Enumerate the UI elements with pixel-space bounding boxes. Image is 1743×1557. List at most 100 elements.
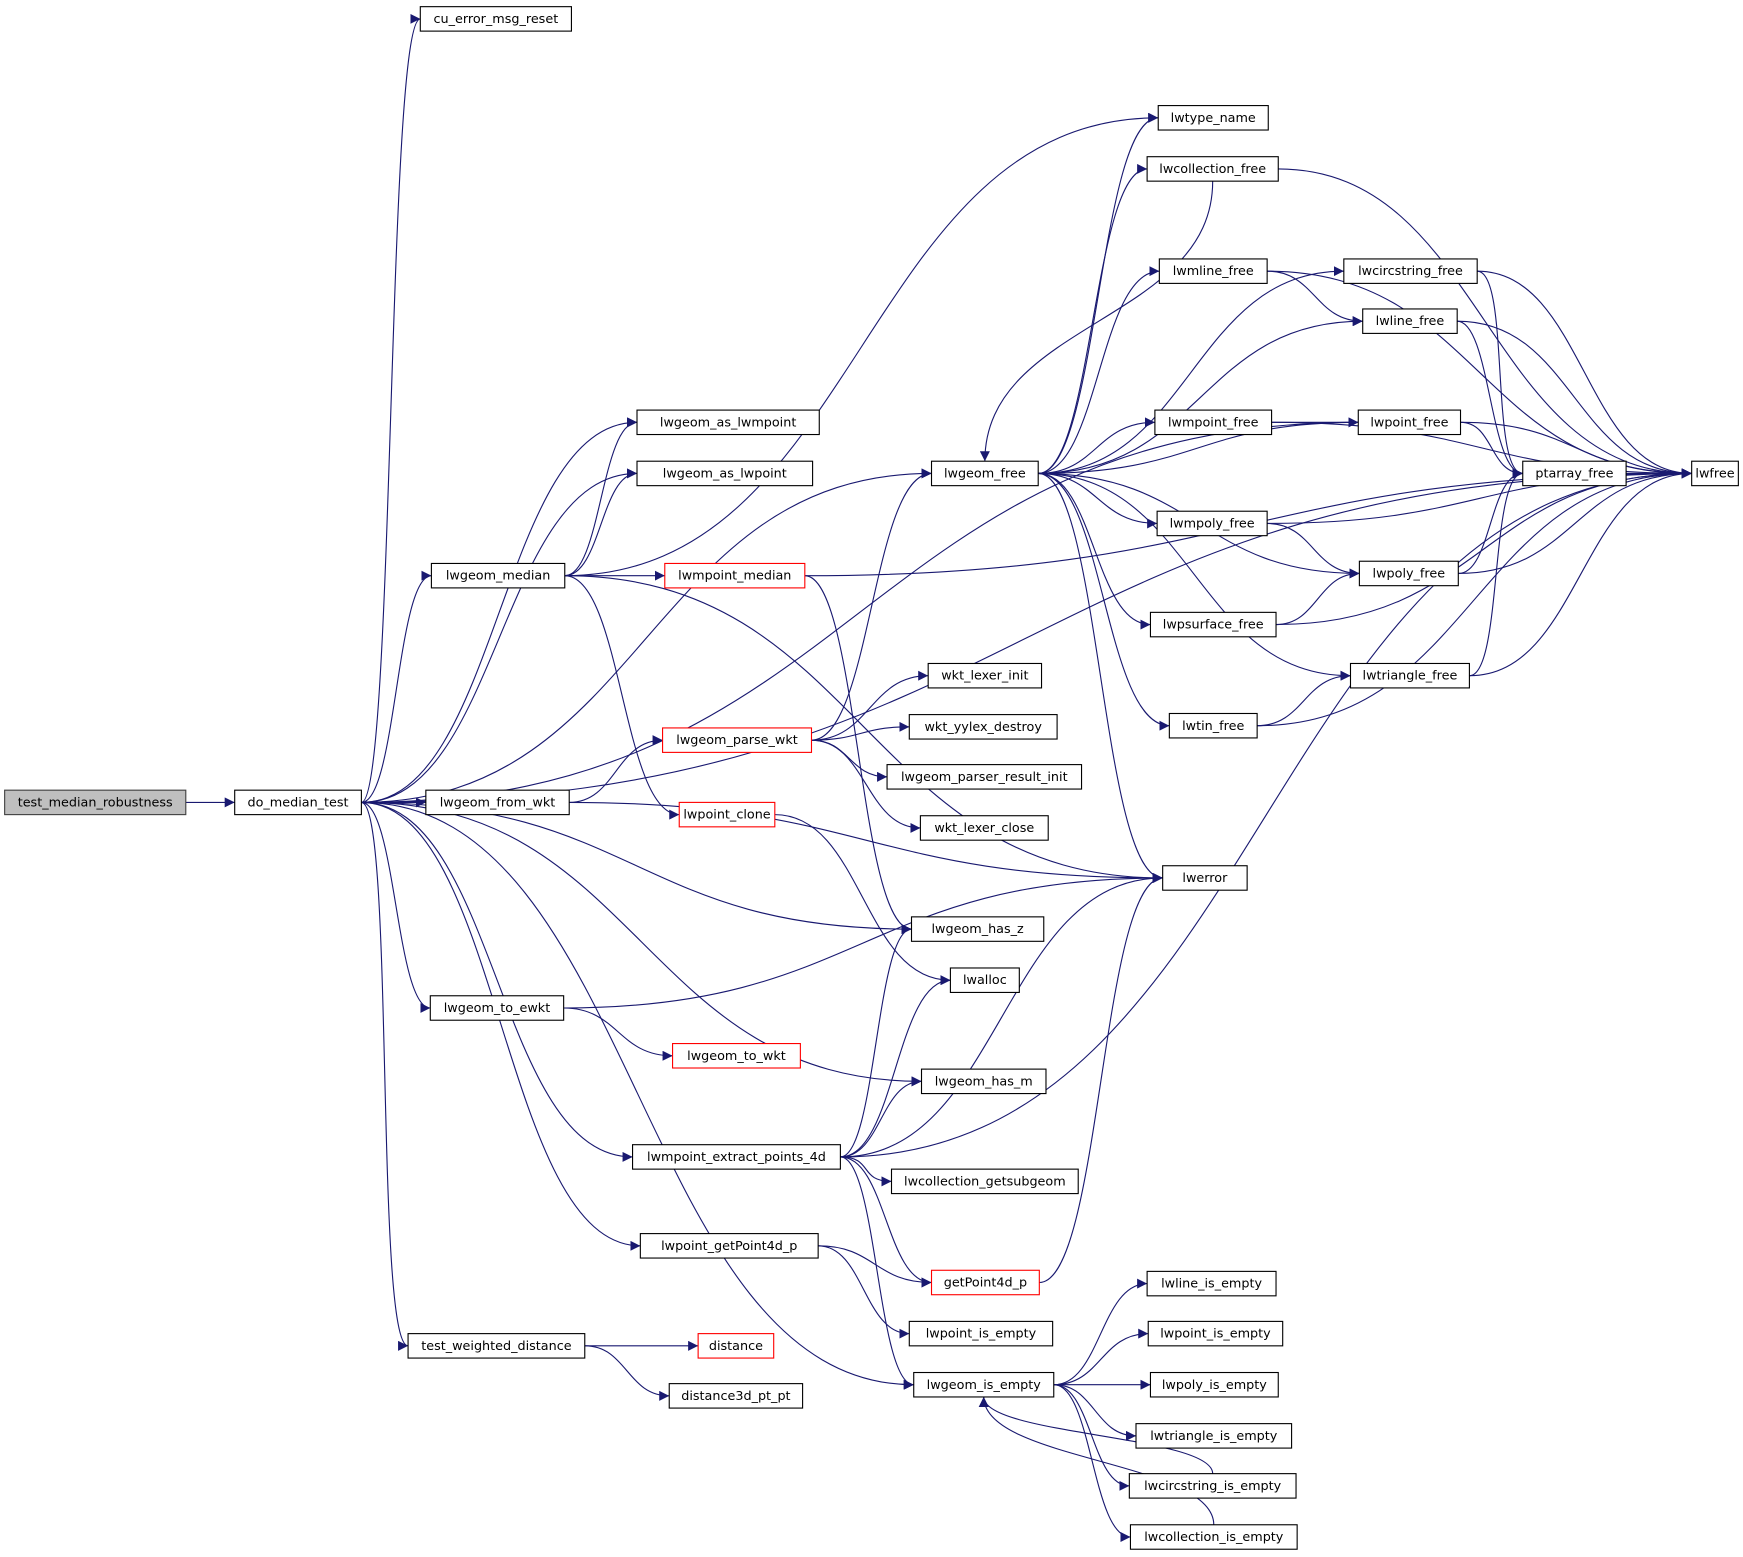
node-label: lwmline_free (1173, 264, 1254, 279)
node-lwpoint-is-empty-a[interactable]: lwpoint_is_empty (908, 1320, 1054, 1347)
edge-do_median_test-to-lwmpoint_extract_points_4d (361, 801, 633, 1162)
node-lwmpoint-median[interactable]: lwmpoint_median (664, 562, 806, 589)
node-label: lwgeom_free (944, 466, 1026, 481)
node-label: lwline_free (1376, 314, 1445, 329)
node-distance3d-pt-pt[interactable]: distance3d_pt_pt (668, 1383, 804, 1409)
node-getPoint4d-p[interactable]: getPoint4d_p (930, 1269, 1040, 1296)
node-wkt-yylex-destroy[interactable]: wkt_yylex_destroy (908, 714, 1058, 740)
node-lwpoint-is-empty-b[interactable]: lwpoint_is_empty (1147, 1320, 1284, 1347)
node-lwtriangle-is-empty[interactable]: lwtriangle_is_empty (1135, 1423, 1293, 1449)
edge-lwgeom_is_empty-to-lwcircstring_is_empty (1053, 1384, 1130, 1491)
node-label: lwalloc (963, 973, 1007, 988)
node-lwfree[interactable]: lwfree (1691, 460, 1739, 487)
node-ptarray-free[interactable]: ptarray_free (1522, 460, 1627, 487)
edge-lwgeom_from_wkt-to-lwerror (569, 801, 1163, 883)
node-lwgeom-to-wkt[interactable]: lwgeom_to_wkt (672, 1043, 801, 1069)
edge-do_median_test-to-lwgeom_is_empty (361, 801, 914, 1390)
node-lwmpoint-extract-points-4d[interactable]: lwmpoint_extract_points_4d (632, 1144, 841, 1170)
node-lwtriangle-free[interactable]: lwtriangle_free (1349, 662, 1470, 689)
edge-lwgeom_parse_wkt-to-lwgeom_parser_result_init (811, 739, 888, 782)
node-cu-error-msg-reset[interactable]: cu_error_msg_reset (419, 6, 572, 32)
node-label: lwgeom_from_wkt (440, 795, 556, 810)
edge-do_median_test-to-lwgeom_has_z (361, 801, 912, 935)
node-lwmpoint-free[interactable]: lwmpoint_free (1154, 409, 1273, 436)
node-lwerror[interactable]: lwerror (1162, 865, 1248, 891)
edge-lwmline_free-to-lwfree (1267, 270, 1692, 479)
node-label: lwgeom_median (446, 569, 550, 584)
edge-lwmpoly_free-to-lwfree (1267, 468, 1692, 525)
node-box (1343, 258, 1478, 284)
edge-do_median_test-to-test_weighted_distance (361, 801, 409, 1351)
node-lwcollection-free[interactable]: lwcollection_free (1146, 156, 1279, 182)
node-box (1691, 460, 1739, 487)
node-lwpsurface-free[interactable]: lwpsurface_free (1149, 611, 1277, 638)
edge-lwmpoint_extract_points_4d-to-lwcollection_getsubgeom (840, 1156, 892, 1187)
node-label: lwpoly_free (1373, 567, 1446, 582)
node-lwgeom-has-z[interactable]: lwgeom_has_z (910, 916, 1045, 942)
node-label: test_weighted_distance (421, 1339, 572, 1354)
node-label: wkt_lexer_close (934, 821, 1034, 836)
node-box (1135, 1423, 1293, 1449)
node-box (919, 815, 1049, 841)
node-lwline-is-empty[interactable]: lwline_is_empty (1146, 1270, 1277, 1297)
node-lwcircstring-free[interactable]: lwcircstring_free (1343, 258, 1478, 284)
node-lwpoint-clone[interactable]: lwpoint_clone (678, 801, 776, 828)
node-box (930, 1269, 1040, 1296)
node-label: lwpoint_getPoint4d_p (661, 1239, 797, 1254)
node-lwmline-free[interactable]: lwmline_free (1158, 258, 1268, 284)
edge-do_median_test-to-lwpoint_getPoint4d_p (361, 801, 641, 1251)
node-lwgeom-median[interactable]: lwgeom_median (430, 562, 566, 589)
node-lwline-free[interactable]: lwline_free (1362, 308, 1458, 334)
edge-do_median_test-to-lwgeom_as_lwmpoint (361, 417, 638, 803)
node-lwgeom-parse-wkt[interactable]: lwgeom_parse_wkt (662, 727, 813, 753)
node-box (678, 801, 776, 828)
edge-lwgeom_is_empty-to-lwpoint_is_empty_b (1053, 1328, 1149, 1386)
node-wkt-lexer-close[interactable]: wkt_lexer_close (919, 815, 1049, 841)
node-box (1147, 1320, 1284, 1347)
node-lwgeom-from-wkt[interactable]: lwgeom_from_wkt (425, 789, 570, 816)
node-lwgeom-free[interactable]: lwgeom_free (930, 460, 1039, 487)
node-lwpoint-free[interactable]: lwpoint_free (1357, 409, 1462, 436)
node-box (913, 1371, 1055, 1398)
edge-lwgeom_free-to-lwmline_free (1038, 266, 1160, 474)
edge-lwgeom_from_wkt-to-lwgeom_parse_wkt (569, 735, 663, 803)
node-distance[interactable]: distance (697, 1333, 775, 1359)
node-box (1149, 1371, 1279, 1398)
node-lwgeom-has-m[interactable]: lwgeom_has_m (920, 1068, 1047, 1095)
edge-lwgeom_is_empty-to-lwcollection_is_empty (1053, 1384, 1131, 1542)
node-box (664, 562, 806, 589)
node-lwgeom-as-lwmpoint[interactable]: lwgeom_as_lwmpoint (636, 409, 820, 436)
node-lwcollection-is-empty[interactable]: lwcollection_is_empty (1129, 1524, 1298, 1550)
node-lwpoly-is-empty[interactable]: lwpoly_is_empty (1149, 1371, 1279, 1398)
edge-lwtriangle_free-to-ptarray_free (1469, 468, 1523, 677)
node-label: lwtriangle_free (1363, 669, 1458, 684)
edge-lwcollection_is_empty-to-lwgeom_is_empty (978, 1396, 1215, 1525)
node-lwmpoly-free[interactable]: lwmpoly_free (1156, 510, 1268, 537)
node-test-median-robustness: test_median_robustness (4, 789, 187, 816)
node-box (908, 714, 1058, 740)
node-lwcircstring-is-empty[interactable]: lwcircstring_is_empty (1128, 1473, 1297, 1499)
node-wkt-lexer-init[interactable]: wkt_lexer_init (927, 662, 1043, 689)
node-lwgeom-as-lwpoint[interactable]: lwgeom_as_lwpoint (636, 460, 814, 487)
node-lwpoly-free[interactable]: lwpoly_free (1358, 560, 1459, 587)
node-do-median-test[interactable]: do_median_test (234, 789, 362, 816)
edge-lwgeom_parse_wkt-to-lwgeom_free (811, 468, 932, 741)
node-lwtype-name[interactable]: lwtype_name (1157, 105, 1269, 131)
node-label: distance (709, 1339, 763, 1354)
node-box (419, 6, 572, 32)
node-test-weighted-distance[interactable]: test_weighted_distance (407, 1333, 586, 1359)
node-label: lwmpoint_free (1168, 415, 1259, 430)
node-lwtin-free[interactable]: lwtin_free (1168, 712, 1258, 739)
node-label: lwcollection_is_empty (1144, 1530, 1284, 1545)
edge-lwtin_free-to-lwtriangle_free (1257, 670, 1351, 727)
node-lwgeom-to-ewkt[interactable]: lwgeom_to_ewkt (429, 995, 565, 1021)
node-lwpoint-getPoint4d-p[interactable]: lwpoint_getPoint4d_p (639, 1233, 819, 1259)
node-lwgeom-is-empty[interactable]: lwgeom_is_empty (913, 1371, 1055, 1398)
node-label: lwtin_free (1182, 719, 1244, 734)
node-lwcollection-getsubgeom[interactable]: lwcollection_getsubgeom (890, 1168, 1079, 1195)
edge-lwcollection_free-to-lwgeom_free (979, 181, 1214, 462)
node-lwalloc[interactable]: lwalloc (949, 967, 1020, 993)
node-box (1349, 662, 1470, 689)
node-lwgeom-parser-result-init[interactable]: lwgeom_parser_result_init (886, 764, 1083, 790)
node-label: lwpoly_is_empty (1162, 1378, 1267, 1393)
